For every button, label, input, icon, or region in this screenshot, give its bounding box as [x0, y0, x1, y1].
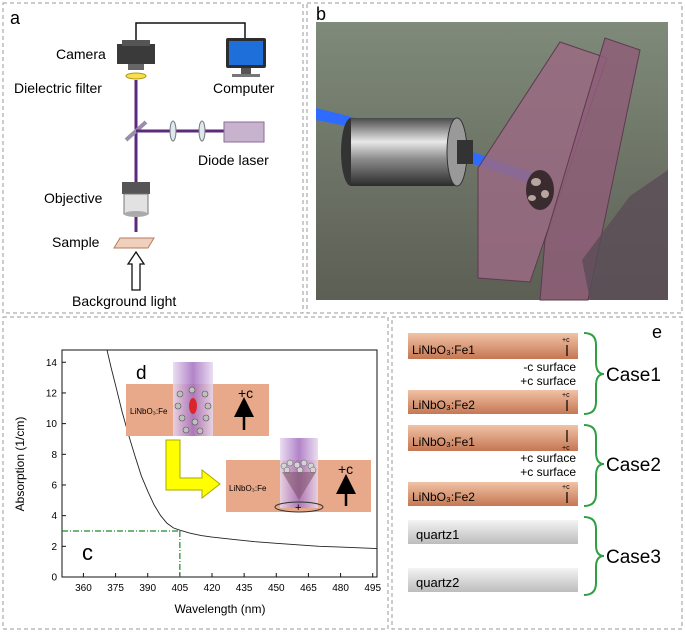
camera-cable: [135, 22, 246, 44]
yellow-arrow-icon: [165, 439, 221, 500]
y-tick-label: 6: [51, 480, 57, 491]
chart-x-label: Wavelength (nm): [175, 602, 266, 616]
x-tick-label: 435: [236, 583, 253, 594]
panel-e-label: e: [652, 322, 662, 342]
case2-top-c: +c: [562, 445, 570, 452]
case1-bottom-c: +c: [562, 392, 570, 399]
case2-top-plate: [408, 425, 578, 451]
inset-particles-1: [174, 386, 212, 435]
crystal-plate-shadow: [582, 170, 668, 300]
x-tick-label: 420: [204, 583, 221, 594]
panel-d: d LiNbO₃:Fe +c + LiNbO₃:Fe +c: [126, 362, 371, 514]
laser-icon: [223, 121, 265, 143]
case2-surf1: +c surface: [520, 451, 576, 465]
case2-bottom-plate: [408, 482, 578, 506]
filter-label: Dielectric filter: [14, 80, 102, 96]
y-tick-label: 2: [51, 542, 57, 553]
camera-icon: [117, 40, 155, 70]
lens-icon: [198, 120, 206, 142]
y-tick-label: 12: [46, 388, 58, 399]
x-tick-label: 405: [172, 583, 189, 594]
y-tick-label: 10: [46, 419, 58, 430]
objective-cylinder-icon: [341, 117, 473, 187]
chart-ticks: 360 375 390 405 420 435 450 465 480 495 0 2 4 6 8 10 12 1…: [46, 358, 382, 594]
case1-top-c: +c: [562, 337, 570, 344]
panel-a-label: a: [10, 8, 21, 28]
inset-charge-icon: [189, 398, 197, 414]
background-light-arrow-icon: [126, 250, 146, 291]
case2-brace: [583, 424, 605, 507]
x-tick-label: 450: [268, 583, 285, 594]
inset-plus-icon: +: [295, 502, 301, 514]
x-tick-label: 465: [300, 583, 317, 594]
case1-top-plate: [408, 333, 578, 359]
case3-bottom-plate: [408, 568, 578, 592]
x-tick-label: 480: [332, 583, 349, 594]
laser-label: Diode laser: [198, 152, 269, 168]
case2-name: Case2: [606, 455, 661, 476]
chart-plot-area: [61, 349, 378, 578]
lens-icon: [169, 120, 177, 142]
panel-d-label: d: [136, 363, 147, 384]
y-tick-label: 14: [46, 358, 58, 369]
y-tick-label: 0: [51, 573, 57, 584]
case3-name: Case3: [606, 547, 661, 568]
case1-bottom-plate: [408, 390, 578, 414]
case3-bottom-label: quartz2: [416, 575, 459, 590]
particle-cluster-icon: [526, 170, 554, 210]
x-tick-label: 390: [139, 583, 156, 594]
computer-icon: [226, 38, 266, 77]
x-tick-label: 375: [107, 583, 124, 594]
inset-base-ellipse: [274, 501, 324, 513]
objective-icon: [122, 182, 150, 217]
panel-a: a Camera Computer Dielectric filter: [10, 8, 275, 309]
inset-crystal-label-2: LiNbO₃:Fe: [229, 484, 267, 493]
inset-axis-label-1: +c: [238, 385, 253, 401]
x-tick-label: 360: [75, 583, 92, 594]
panel-b: b: [316, 4, 668, 301]
panel-c-label: c: [82, 540, 93, 565]
chart-y-label: Absorption (1/cm): [13, 417, 27, 512]
case1-brace: [583, 332, 605, 415]
sample-label: Sample: [52, 234, 100, 250]
case3-brace: [583, 516, 605, 596]
case3-top-label: quartz1: [416, 527, 459, 542]
case1-top-label: LiNbO₃:Fe1: [412, 343, 475, 357]
case2-top-label: LiNbO₃:Fe1: [412, 435, 475, 449]
absorption-curve: [106, 349, 378, 550]
camera-label: Camera: [56, 46, 106, 62]
sample-icon: [113, 237, 155, 249]
case1-bottom-label: LiNbO₃:Fe2: [412, 398, 475, 412]
computer-label: Computer: [213, 80, 275, 96]
crystal-plate-back: [539, 37, 641, 301]
case1-name: Case1: [606, 365, 661, 386]
panel-b-label: b: [316, 4, 326, 24]
x-tick-label: 495: [364, 583, 381, 594]
objective-label: Objective: [44, 190, 103, 206]
case3-top-plate: [408, 520, 578, 544]
case1-surf1: -c surface: [523, 360, 576, 374]
case2-bottom-c: +c: [562, 484, 570, 491]
case2-surf2: +c surface: [520, 465, 576, 479]
inset-axis-label-2: +c: [338, 461, 353, 477]
panel-c-chart: 360 375 390 405 420 435 450 465 480 495 0 2 4 6 8 10 12 1…: [13, 349, 382, 616]
inset-cone-icon: [282, 472, 316, 500]
y-tick-label: 4: [51, 511, 57, 522]
case1-surf2: +c surface: [520, 374, 576, 388]
y-tick-label: 8: [51, 450, 57, 461]
case2-bottom-label: LiNbO₃:Fe2: [412, 490, 475, 504]
panel-e: e LiNbO₃:Fe1 +c -c surface +c surface Li…: [408, 322, 662, 596]
inset-crystal-label-1: LiNbO₃:Fe: [130, 407, 168, 416]
filter-icon: [125, 72, 147, 80]
background-light-label: Background light: [72, 293, 176, 309]
